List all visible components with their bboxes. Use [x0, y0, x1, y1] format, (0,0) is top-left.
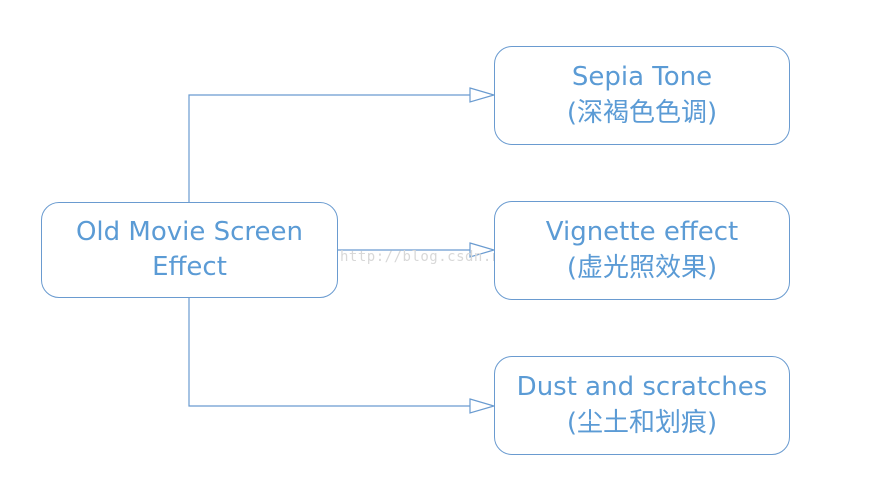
- source-node-old-movie-screen-effect: Old Movie Screen Effect: [41, 202, 338, 298]
- target-node-label-line1: Vignette effect: [545, 217, 739, 248]
- source-node-label-line2: Effect: [152, 252, 227, 282]
- source-node-label-line1: Old Movie Screen: [75, 216, 304, 247]
- target-node-label-line2: (深褐色色调): [566, 97, 718, 128]
- target-node-label-line1: Sepia Tone: [571, 62, 713, 93]
- arrowhead-dust-and-scratches: [469, 398, 497, 414]
- target-node-vignette-effect: Vignette effect (虚光照效果): [494, 201, 790, 300]
- target-node-label-line2: (虚光照效果): [566, 252, 718, 283]
- arrowhead-sepia-tone: [469, 87, 497, 103]
- arrowhead-vignette-effect: [469, 242, 497, 258]
- target-node-sepia-tone: Sepia Tone (深褐色色调): [494, 46, 790, 145]
- target-node-dust-and-scratches: Dust and scratches (尘土和划痕): [494, 356, 790, 455]
- arrow-to-dust-and-scratches: [188, 298, 470, 407]
- arrow-to-sepia-tone: [188, 94, 470, 202]
- target-node-label-line1: Dust and scratches: [516, 372, 768, 403]
- target-node-label-line2: (尘土和划痕): [566, 407, 718, 438]
- watermark-text: http://blog.csdn.net/: [340, 249, 528, 265]
